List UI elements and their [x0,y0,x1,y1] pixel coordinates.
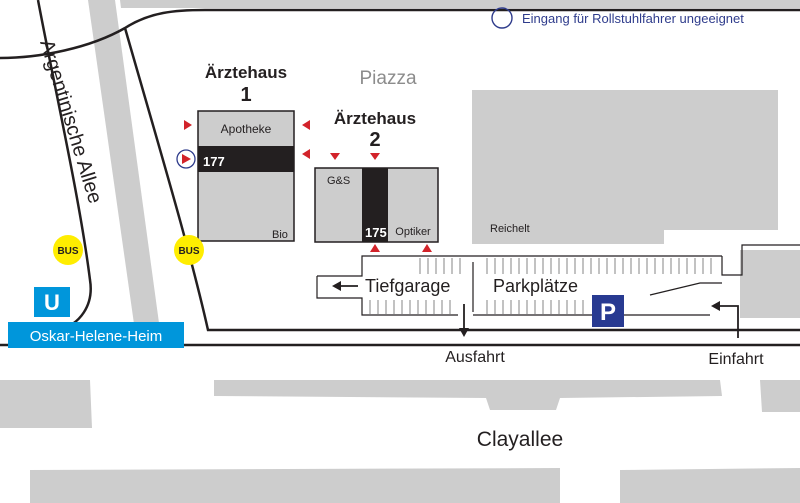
parkplaetze-label: Parkplätze [493,276,578,296]
wheelchair-unsuitable-marker [176,149,196,169]
entrance-marker [182,154,191,164]
ubahn-sign-box [34,287,70,317]
einfahrt-label: Einfahrt [708,351,764,368]
entrance-marker [330,153,340,160]
entrance-marker [302,120,310,130]
aerztehaus-1-corridor [198,146,294,172]
optiker-label: Optiker [395,226,431,238]
aerztehaus-1-title: Ärztehaus [205,63,287,82]
bottom-block-west [30,468,560,503]
einfahrt-arrow [716,305,739,338]
entrance-marker [370,153,380,160]
bus-stop-west-label: BUS [57,246,78,257]
parking-area: Tiefgarage Parkplätze P [316,244,800,327]
entrance-marker [370,244,380,252]
tiefgarage-exit-arrowhead [332,281,341,291]
entrance-marker [302,149,310,159]
gs-label: G&S [327,175,350,187]
aerztehaus-1: Ärztehaus 1 Apotheke 177 Bio [197,63,295,242]
arrow-heads [332,281,720,337]
legend-text: Eingang für Rollstuhlfahrer ungeeignet [522,11,744,26]
legend-circle-icon [491,7,513,29]
clayallee-median-east [760,380,800,412]
parking-sign-letter: P [600,299,616,326]
parking-outline-right [721,244,800,276]
east-block [740,250,800,318]
parking-outline-left [316,276,458,316]
argentinische-allee-label: Argentinische Allee [35,37,106,206]
road-line-argentinische-inner [36,0,92,332]
parking-stalls-bottom-left [369,300,451,314]
parking-stalls-top-right [486,258,712,274]
tiefgarage-label: Tiefgarage [365,276,450,296]
legend: Eingang für Rollstuhlfahrer ungeeignet [491,7,744,29]
ubahn-sign-letter: U [44,290,60,315]
entrance-marker [422,244,432,252]
ausfahrt-arrowhead [459,328,469,337]
number-175-label: 175 [365,225,387,240]
bus-stop-west: BUS [53,235,83,265]
apotheke-label: Apotheke [221,122,272,136]
top-right-block [120,0,800,8]
station-name-label: Oskar-Helene-Heim [30,328,163,345]
parking-outline-top [317,255,722,277]
parking-stalls-bottom-right [486,300,584,314]
number-177-label: 177 [203,154,225,169]
clayallee-median-west [0,380,92,428]
parking-space-lines [369,258,712,314]
aerztehaus-2: Ärztehaus 2 G&S 175 Optiker [314,109,439,243]
entrance-marker [184,120,192,130]
entrance-markers [182,120,432,252]
bus-stop-east-label: BUS [178,246,199,257]
bus-stop-west-circle [53,235,83,265]
ausfahrt-label: Ausfahrt [445,349,505,366]
bus-stop-east-circle [174,235,204,265]
aerztehaus-1-building [197,110,295,242]
argentinische-median [88,0,162,345]
clayallee-median-mid [214,380,722,410]
bio-label: Bio [272,229,288,241]
reichelt-building [472,90,778,244]
parking-inner-line [649,282,722,296]
road-line-argentinische-outer [123,27,800,332]
aerztehaus-1-number: 1 [240,84,251,106]
station-name-box [8,322,184,348]
reichelt-label: Reichelt [490,223,530,235]
parking-stalls-top-left [419,258,461,274]
aerztehaus-2-title: Ärztehaus [334,109,416,128]
ubahn-station: U Oskar-Helene-Heim [8,287,184,348]
bottom-block-east [620,468,800,503]
bus-stop-east: BUS [174,235,204,265]
piazza-label: Piazza [359,68,416,89]
clayallee-label: Clayallee [477,428,563,451]
parking-sign: P [592,295,624,327]
einfahrt-arrowhead [711,301,720,311]
aerztehaus-2-corridor [362,168,388,242]
parking-sign-box [592,295,624,327]
aerztehaus-2-number: 2 [369,129,380,151]
